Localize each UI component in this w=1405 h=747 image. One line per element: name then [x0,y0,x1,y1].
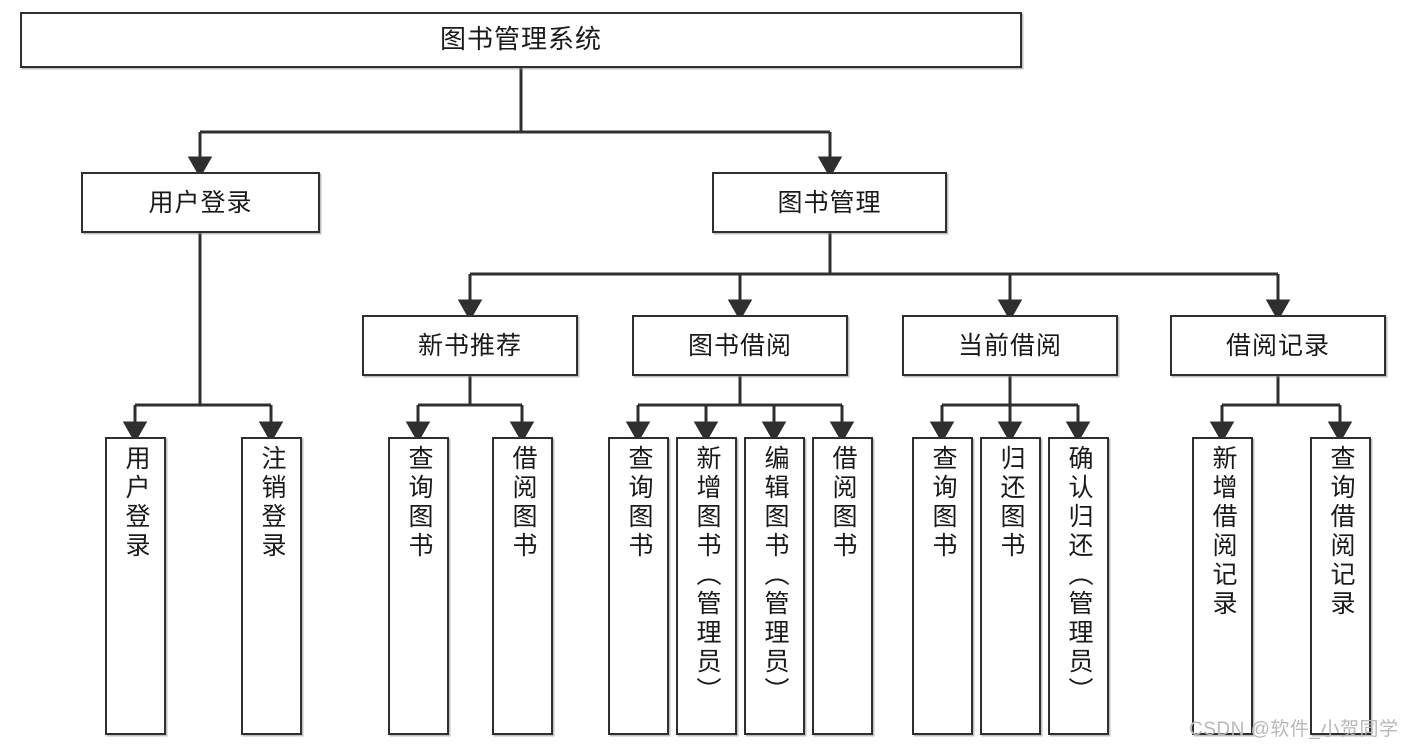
node-label: 注销登录 [258,445,286,561]
node-label: 编辑图书（管理员） [761,445,789,706]
node-book-borrow[interactable]: 图书借阅 [632,315,848,376]
leaf-borrow-record-query-record[interactable]: 查询借阅记录 [1310,437,1371,735]
node-label: 借阅图书 [509,445,537,561]
node-label: 确认归还（管理员） [1065,445,1093,706]
leaf-current-borrow-return-book[interactable]: 归还图书 [980,437,1041,735]
node-label: 借阅图书 [829,445,857,561]
node-label: 查询借阅记录 [1327,445,1355,619]
node-label: 图书管理系统 [439,24,602,55]
node-label: 查询图书 [625,445,653,561]
node-label: 新书推荐 [417,331,522,360]
node-label: 新增借阅记录 [1209,445,1237,619]
node-label: 用户登录 [122,445,150,561]
node-book-management[interactable]: 图书管理 [712,172,947,233]
node-current-borrow[interactable]: 当前借阅 [902,315,1118,376]
node-label: 当前借阅 [957,331,1062,360]
leaf-current-borrow-query-book[interactable]: 查询图书 [912,437,973,735]
node-new-book-recommend[interactable]: 新书推荐 [362,315,578,376]
node-borrow-record[interactable]: 借阅记录 [1170,315,1386,376]
node-user-login[interactable]: 用户登录 [81,172,320,233]
leaf-user-login-logout[interactable]: 注销登录 [241,437,302,735]
node-label: 图书借阅 [687,331,792,360]
leaf-book-borrow-edit-book[interactable]: 编辑图书（管理员） [744,437,805,735]
leaf-borrow-record-add-record[interactable]: 新增借阅记录 [1192,437,1253,735]
node-label: 用户登录 [148,188,253,217]
node-label: 查询图书 [929,445,957,561]
leaf-user-login-login[interactable]: 用户登录 [105,437,166,735]
leaf-current-borrow-confirm-return[interactable]: 确认归还（管理员） [1048,437,1109,735]
leaf-book-borrow-borrow-book[interactable]: 借阅图书 [812,437,873,735]
node-label: 新增图书（管理员） [693,445,721,706]
leaf-new-book-borrow-book[interactable]: 借阅图书 [492,437,553,735]
leaf-book-borrow-query-book[interactable]: 查询图书 [608,437,669,735]
node-label: 图书管理 [777,188,882,217]
node-root-book-management-system[interactable]: 图书管理系统 [20,12,1022,68]
node-label: 归还图书 [997,445,1025,561]
leaf-book-borrow-add-book[interactable]: 新增图书（管理员） [676,437,737,735]
node-label: 借阅记录 [1225,331,1330,360]
leaf-new-book-query-book[interactable]: 查询图书 [388,437,449,735]
node-label: 查询图书 [405,445,433,561]
